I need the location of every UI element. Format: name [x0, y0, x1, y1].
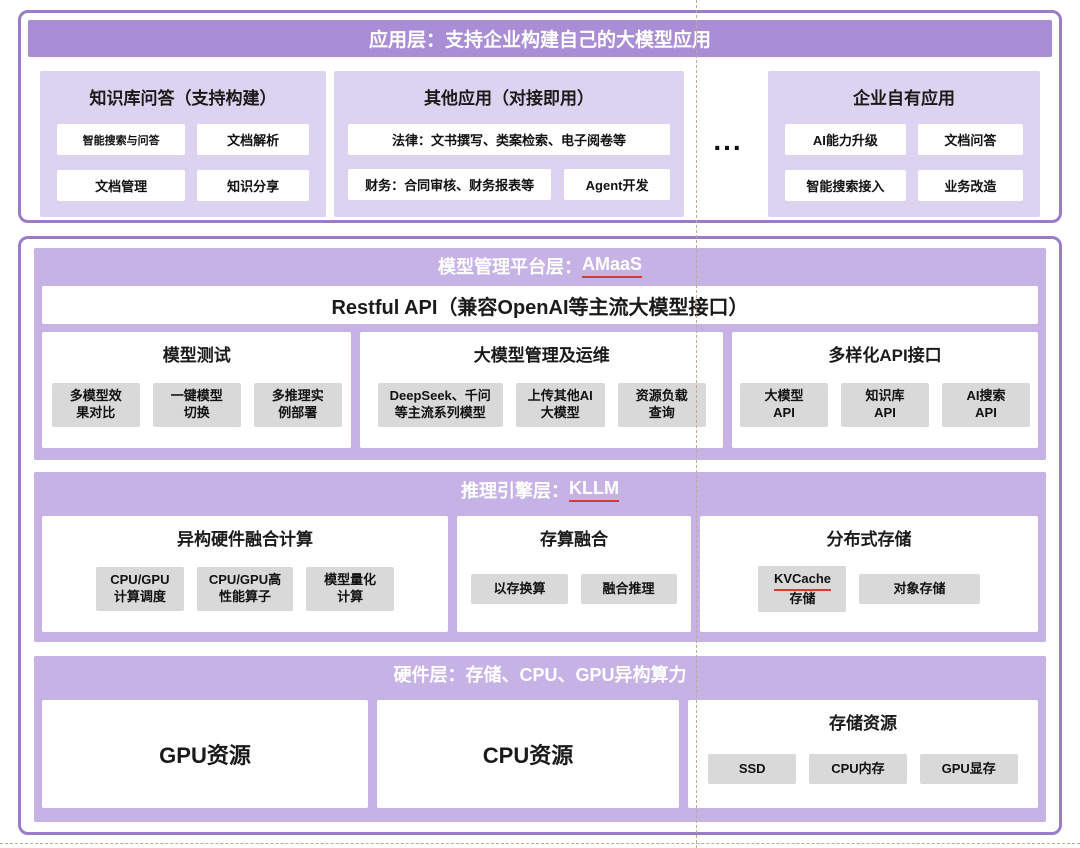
- compute-storage-fusion-chips: 以存换算 融合推理: [457, 550, 691, 632]
- model-platform-title-prefix: 模型管理平台层：: [437, 257, 582, 277]
- model-ops-title: 大模型管理及运维: [473, 346, 610, 365]
- chip-high-perf-operators: CPU/GPU高 性能算子: [196, 567, 294, 611]
- chip-storage-for-compute: 以存换算: [471, 573, 568, 605]
- chip-cpu-gpu-scheduling: CPU/GPU 计算调度: [95, 567, 184, 611]
- cpu-resource-cell: CPU资源: [377, 700, 679, 808]
- api-variety-subpanel: 多样化API接口 大模型 API 知识库 API AI搜索 API: [732, 332, 1038, 448]
- chip-legal-apps: 法律：文书撰写、类案检索、电子阅卷等: [348, 124, 670, 155]
- chip-gpu-memory: GPU显存: [919, 753, 1018, 785]
- vertical-guide-line: [696, 0, 697, 848]
- compute-storage-fusion-subpanel: 存算融合 以存换算 融合推理: [457, 516, 691, 632]
- inference-engine-subpanels: 异构硬件融合计算 CPU/GPU 计算调度 CPU/GPU高 性能算子 模型量化…: [42, 516, 1038, 632]
- chip-doc-qa: 文档问答: [917, 124, 1023, 155]
- chip-mainstream-models: DeepSeek、千问 等主流系列模型: [377, 383, 503, 427]
- enterprise-apps-panel-title: 企业自有应用: [853, 89, 955, 108]
- model-platform-subpanels: 模型测试 多模型效 果对比 一键模型 切换 多推理实 例部署 大模型管理及运维 …: [42, 332, 1038, 448]
- chip-ai-search-api: AI搜索 API: [942, 383, 1030, 427]
- hetero-compute-subpanel: 异构硬件融合计算 CPU/GPU 计算调度 CPU/GPU高 性能算子 模型量化…: [42, 516, 448, 632]
- chip-upload-other-models: 上传其他AI 大模型: [515, 383, 605, 427]
- kvcache-suffix: 存储: [789, 590, 816, 606]
- distributed-storage-subpanel: 分布式存储 KVCache 存储 对象存储: [700, 516, 1038, 632]
- model-test-chips: 多模型效 果对比 一键模型 切换 多推理实 例部署: [42, 366, 351, 448]
- model-test-title: 模型测试: [162, 346, 231, 365]
- kllm-name: KLLM: [569, 478, 619, 502]
- platform-stack-box: 模型管理平台层：AMaaS Restful API（兼容OpenAI等主流大模型…: [18, 236, 1062, 835]
- chip-multi-instance-deploy: 多推理实 例部署: [253, 383, 342, 427]
- chip-model-quantization: 模型量化 计算: [306, 567, 395, 611]
- other-apps-panel-title: 其他应用（对接即用）: [424, 89, 594, 108]
- model-test-subpanel: 模型测试 多模型效 果对比 一键模型 切换 多推理实 例部署: [42, 332, 352, 448]
- hardware-subpanels: GPU资源 CPU资源 存储资源 SSD CPU内存 GPU显存: [42, 700, 1038, 808]
- model-platform-title: 模型管理平台层：AMaaS: [34, 248, 1046, 284]
- other-apps-panel: 其他应用（对接即用） 法律：文书撰写、类案检索、电子阅卷等 财务：合同审核、财务…: [334, 71, 684, 217]
- enterprise-apps-chip-grid: AI能力升级 文档问答 智能搜索接入 业务改造: [768, 124, 1040, 201]
- hardware-section: 硬件层：存储、CPU、GPU异构算力 GPU资源 CPU资源 存储资源 SSD …: [34, 656, 1046, 822]
- amaas-name: AMaaS: [581, 254, 643, 278]
- chip-doc-parsing: 文档解析: [197, 124, 309, 155]
- chip-kb-api: 知识库 API: [841, 383, 929, 427]
- other-apps-chip-row: 财务：合同审核、财务报表等 Agent开发: [348, 169, 670, 200]
- chip-knowledge-sharing: 知识分享: [197, 170, 309, 201]
- chip-cpu-memory: CPU内存: [809, 753, 907, 785]
- model-ops-subpanel: 大模型管理及运维 DeepSeek、千问 等主流系列模型 上传其他AI 大模型 …: [360, 332, 723, 448]
- chip-fusion-inference: 融合推理: [580, 573, 677, 605]
- chip-smart-search-integration: 智能搜索接入: [785, 170, 906, 201]
- model-ops-chips: DeepSeek、千问 等主流系列模型 上传其他AI 大模型 资源负载 查询: [360, 366, 723, 448]
- knowledge-qa-chip-grid: 智能搜索与问答 文档解析 文档管理 知识分享: [40, 124, 326, 201]
- gpu-resource-cell: GPU资源: [42, 700, 368, 808]
- chip-doc-management: 文档管理: [57, 170, 186, 201]
- compute-storage-fusion-title: 存算融合: [540, 530, 608, 549]
- chip-smart-search-qa: 智能搜索与问答: [57, 124, 186, 155]
- chip-one-click-model-switch: 一键模型 切换: [152, 383, 241, 427]
- application-layer-box: 应用层：支持企业构建自己的大模型应用 知识库问答（支持构建） 智能搜索与问答 文…: [18, 10, 1062, 223]
- chip-agent-dev: Agent开发: [564, 169, 670, 200]
- kvcache-name: KVCache: [773, 571, 832, 591]
- restful-api-bar: Restful API（兼容OpenAI等主流大模型接口）: [42, 286, 1038, 324]
- hetero-compute-title: 异构硬件融合计算: [177, 530, 313, 549]
- storage-resource-chips: SSD CPU内存 GPU显存: [688, 734, 1038, 808]
- chip-kvcache-storage: KVCache 存储: [758, 565, 847, 613]
- chip-llm-api: 大模型 API: [740, 383, 828, 427]
- enterprise-apps-panel: 企业自有应用 AI能力升级 文档问答 智能搜索接入 业务改造: [768, 71, 1040, 217]
- api-variety-title: 多样化API接口: [828, 346, 942, 365]
- model-platform-section: 模型管理平台层：AMaaS Restful API（兼容OpenAI等主流大模型…: [34, 248, 1046, 460]
- knowledge-qa-panel: 知识库问答（支持构建） 智能搜索与问答 文档解析 文档管理 知识分享: [40, 71, 326, 217]
- chip-multi-model-compare: 多模型效 果对比: [51, 383, 140, 427]
- chip-business-transformation: 业务改造: [917, 170, 1023, 201]
- distributed-storage-chips: KVCache 存储 对象存储: [700, 550, 1038, 632]
- chip-ssd: SSD: [708, 753, 797, 785]
- distributed-storage-title: 分布式存储: [826, 530, 912, 549]
- api-variety-chips: 大模型 API 知识库 API AI搜索 API: [732, 366, 1038, 448]
- chip-finance-apps: 财务：合同审核、财务报表等: [348, 169, 552, 200]
- inference-engine-title: 推理引擎层：KLLM: [34, 472, 1046, 508]
- hetero-compute-chips: CPU/GPU 计算调度 CPU/GPU高 性能算子 模型量化 计算: [42, 550, 448, 632]
- application-layer-header: 应用层：支持企业构建自己的大模型应用: [28, 20, 1052, 57]
- knowledge-qa-panel-title: 知识库问答（支持构建）: [89, 89, 277, 108]
- chip-ai-capability-upgrade: AI能力升级: [785, 124, 906, 155]
- chip-object-storage: 对象存储: [859, 573, 980, 605]
- more-apps-ellipsis: ...: [713, 125, 743, 156]
- hardware-title: 硬件层：存储、CPU、GPU异构算力: [393, 665, 687, 685]
- horizontal-guide-line: [0, 843, 1080, 844]
- inference-engine-section: 推理引擎层：KLLM 异构硬件融合计算 CPU/GPU 计算调度 CPU/GPU…: [34, 472, 1046, 642]
- chip-resource-load-query: 资源负载 查询: [617, 383, 706, 427]
- other-apps-chips: 法律：文书撰写、类案检索、电子阅卷等 财务：合同审核、财务报表等 Agent开发: [334, 124, 684, 200]
- storage-resource-title: 存储资源: [829, 714, 897, 733]
- application-layer-title: 应用层：支持企业构建自己的大模型应用: [368, 30, 711, 51]
- inference-engine-title-prefix: 推理引擎层：: [461, 481, 569, 501]
- storage-resource-subpanel: 存储资源 SSD CPU内存 GPU显存: [688, 700, 1038, 808]
